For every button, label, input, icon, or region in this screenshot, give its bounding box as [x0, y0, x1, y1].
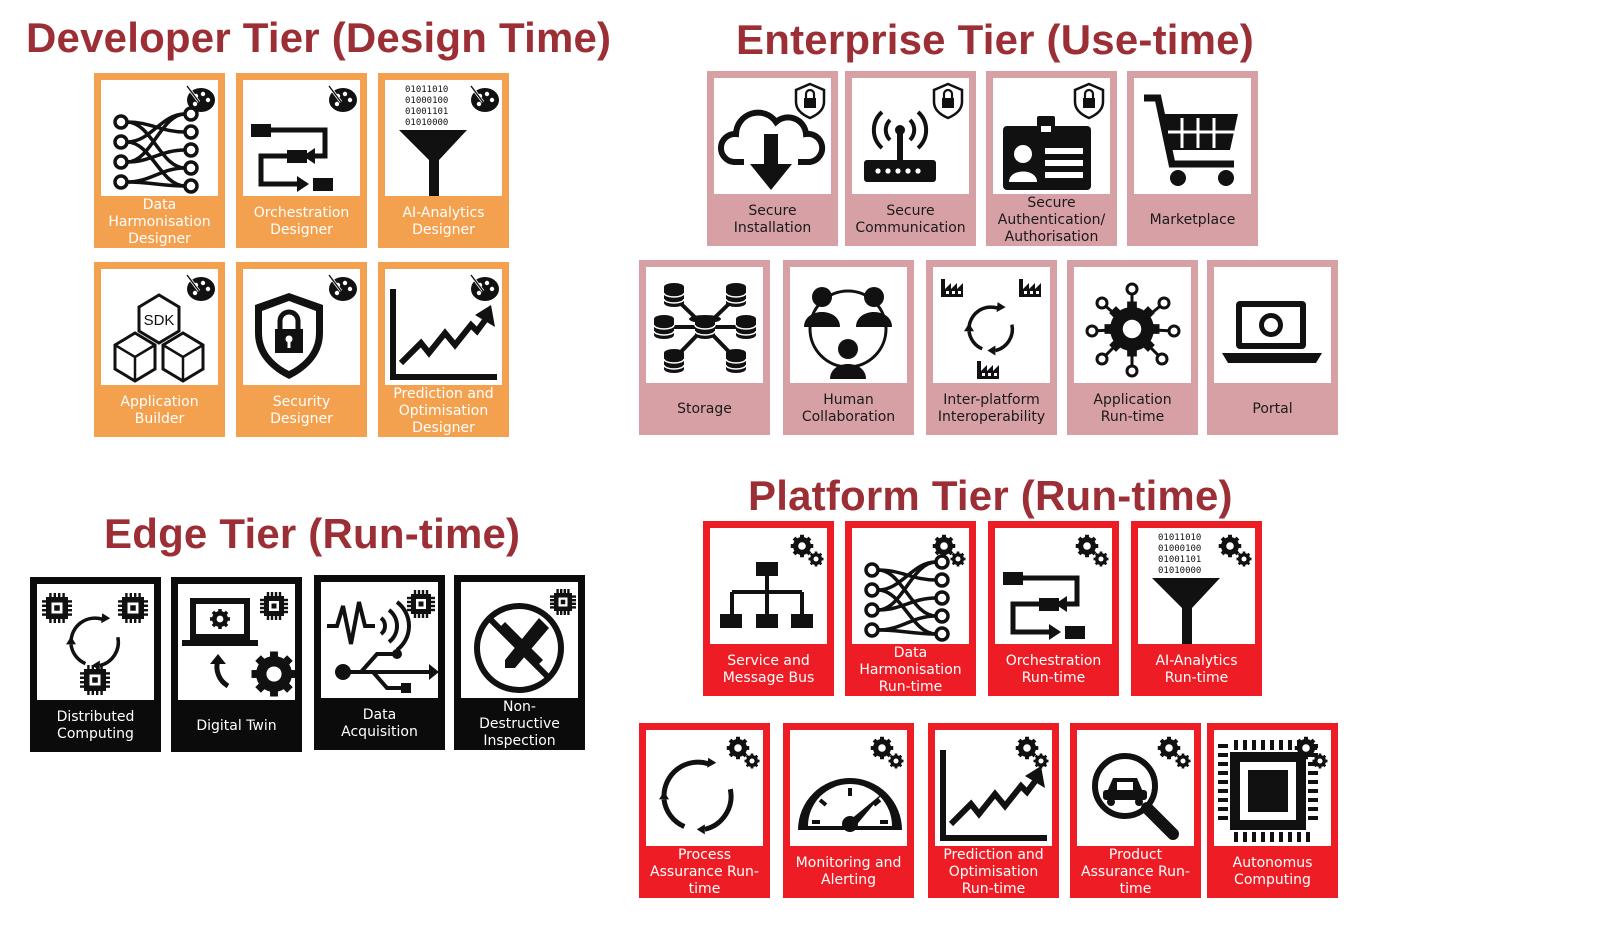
enterprise-tile: Storage — [639, 260, 770, 435]
hierarchy-icon — [710, 528, 827, 644]
developer-tile: Orchestration Designer — [236, 73, 367, 248]
enterprise-tile: Inter-platform Interoperability — [926, 260, 1057, 435]
tile-label: Autonomus Computing — [1232, 855, 1313, 888]
tile-label: Human Collaboration — [801, 392, 896, 425]
platform-tile: Autonomus Computing — [1207, 723, 1338, 898]
edge-tier-title: Edge Tier (Run-time) — [104, 510, 521, 557]
gauge-icon — [790, 730, 907, 846]
tile-label: Data Harmonisation Run-time — [859, 644, 962, 695]
tile-label: Secure Installation — [733, 203, 812, 236]
svg-text:01001101: 01001101 — [1158, 555, 1201, 565]
tile-label: Prediction and Optimisation Run-time — [943, 846, 1044, 897]
network-map-icon — [101, 80, 218, 196]
platform-tile: Service and Message Bus — [703, 521, 834, 696]
tile-label: Digital Twin — [196, 717, 277, 734]
platform-tile: Prediction and Optimisation Run-time — [928, 723, 1059, 898]
flow-arrows-icon — [243, 80, 360, 196]
svg-text:01011010: 01011010 — [405, 85, 448, 95]
tile-label: Inter-platform Interoperability — [937, 392, 1046, 425]
tile-label: AI-Analytics Run-time — [1155, 653, 1238, 686]
developer-tile: Security Designer — [236, 262, 367, 437]
gear-network-icon — [1074, 267, 1191, 383]
tile-label: Storage — [677, 400, 732, 417]
tile-label: Orchestration Run-time — [1005, 653, 1102, 686]
shopping-cart-icon — [1134, 78, 1251, 194]
trend-chart-icon — [935, 730, 1052, 846]
tile-label: Application Run-time — [1093, 392, 1172, 425]
svg-text:01010000: 01010000 — [1158, 566, 1201, 576]
laptop-icon — [1214, 267, 1331, 383]
chips-cycle-icon — [37, 584, 154, 700]
enterprise-tile: Application Run-time — [1067, 260, 1198, 435]
edge-tile: Digital Twin — [171, 577, 302, 752]
tile-label: Secure Communication — [855, 203, 966, 236]
platform-tile: Product Assurance Run-time — [1070, 723, 1201, 898]
network-map-icon — [852, 528, 969, 644]
tile-label: Distributed Computing — [56, 709, 135, 742]
factories-cycle-icon — [933, 267, 1050, 383]
shield-lock-icon — [243, 269, 360, 385]
svg-text:01000100: 01000100 — [1158, 544, 1201, 554]
cycle-arrows-icon — [646, 730, 763, 846]
tile-label: Monitoring and Alerting — [795, 855, 902, 888]
platform-tier-title: Platform Tier (Run-time) — [748, 472, 1233, 519]
car-magnifier-icon — [1077, 730, 1194, 846]
svg-text:01000100: 01000100 — [405, 96, 448, 106]
enterprise-tile: Human Collaboration — [783, 260, 914, 435]
cloud-download-icon — [714, 78, 831, 194]
enterprise-tile: Portal — [1207, 260, 1338, 435]
tile-label: Security Designer — [270, 394, 333, 427]
people-cycle-icon — [790, 267, 907, 383]
monitor-gear-icon — [178, 584, 295, 700]
developer-tile: SDK Application Builder — [94, 262, 225, 437]
tile-label: AI-Analytics Designer — [402, 205, 485, 238]
platform-tile: Process Assurance Run-time — [639, 723, 770, 898]
enterprise-tier-title: Enterprise Tier (Use-time) — [736, 16, 1254, 63]
tile-label: Prediction and Optimisation Designer — [393, 385, 494, 436]
platform-tile: Monitoring and Alerting — [783, 723, 914, 898]
edge-tile: Distributed Computing — [30, 577, 161, 752]
tile-label: Orchestration Designer — [253, 205, 350, 238]
flow-arrows-icon — [995, 528, 1112, 644]
router-icon — [852, 78, 969, 194]
tile-label: Application Builder — [120, 394, 199, 427]
platform-tile: Data Harmonisation Run-time — [845, 521, 976, 696]
id-card-icon — [993, 78, 1110, 194]
svg-text:01011010: 01011010 — [1158, 533, 1201, 543]
svg-text:01010000: 01010000 — [405, 118, 448, 128]
tile-label: Marketplace — [1149, 211, 1236, 228]
enterprise-tile: Secure Authentication/ Authorisation — [986, 71, 1117, 246]
tile-label: Product Assurance Run-time — [1081, 846, 1190, 897]
cpu-chip-icon — [1214, 730, 1331, 846]
svg-text:01001101: 01001101 — [405, 107, 448, 117]
developer-tile: Data Harmonisation Designer — [94, 73, 225, 248]
tile-label: Data Acquisition — [341, 707, 418, 740]
tile-label: Non-Destructive Inspection — [479, 698, 560, 749]
svg-text:SDK: SDK — [144, 312, 175, 329]
enterprise-tile: Marketplace — [1127, 71, 1258, 246]
tile-label: Portal — [1252, 400, 1293, 417]
tile-label: Process Assurance Run-time — [650, 846, 759, 897]
platform-tile: Orchestration Run-time — [988, 521, 1119, 696]
edge-tile: Data Acquisition — [314, 575, 445, 750]
edge-tile: Non-Destructive Inspection — [454, 575, 585, 750]
no-tools-icon — [461, 582, 578, 698]
developer-tier-title: Developer Tier (Design Time) — [26, 14, 612, 61]
developer-tile: Prediction and Optimisation Designer — [378, 262, 509, 437]
trend-chart-icon — [385, 269, 502, 385]
tile-label: Service and Message Bus — [722, 653, 815, 686]
sdk-cubes-icon: SDK — [101, 269, 218, 385]
enterprise-tile: Secure Installation — [707, 71, 838, 246]
tile-label: Data Harmonisation Designer — [108, 196, 211, 247]
signal-usb-icon — [321, 582, 438, 698]
database-network-icon — [646, 267, 763, 383]
enterprise-tile: Secure Communication — [845, 71, 976, 246]
tile-label: Secure Authentication/ Authorisation — [997, 194, 1106, 245]
